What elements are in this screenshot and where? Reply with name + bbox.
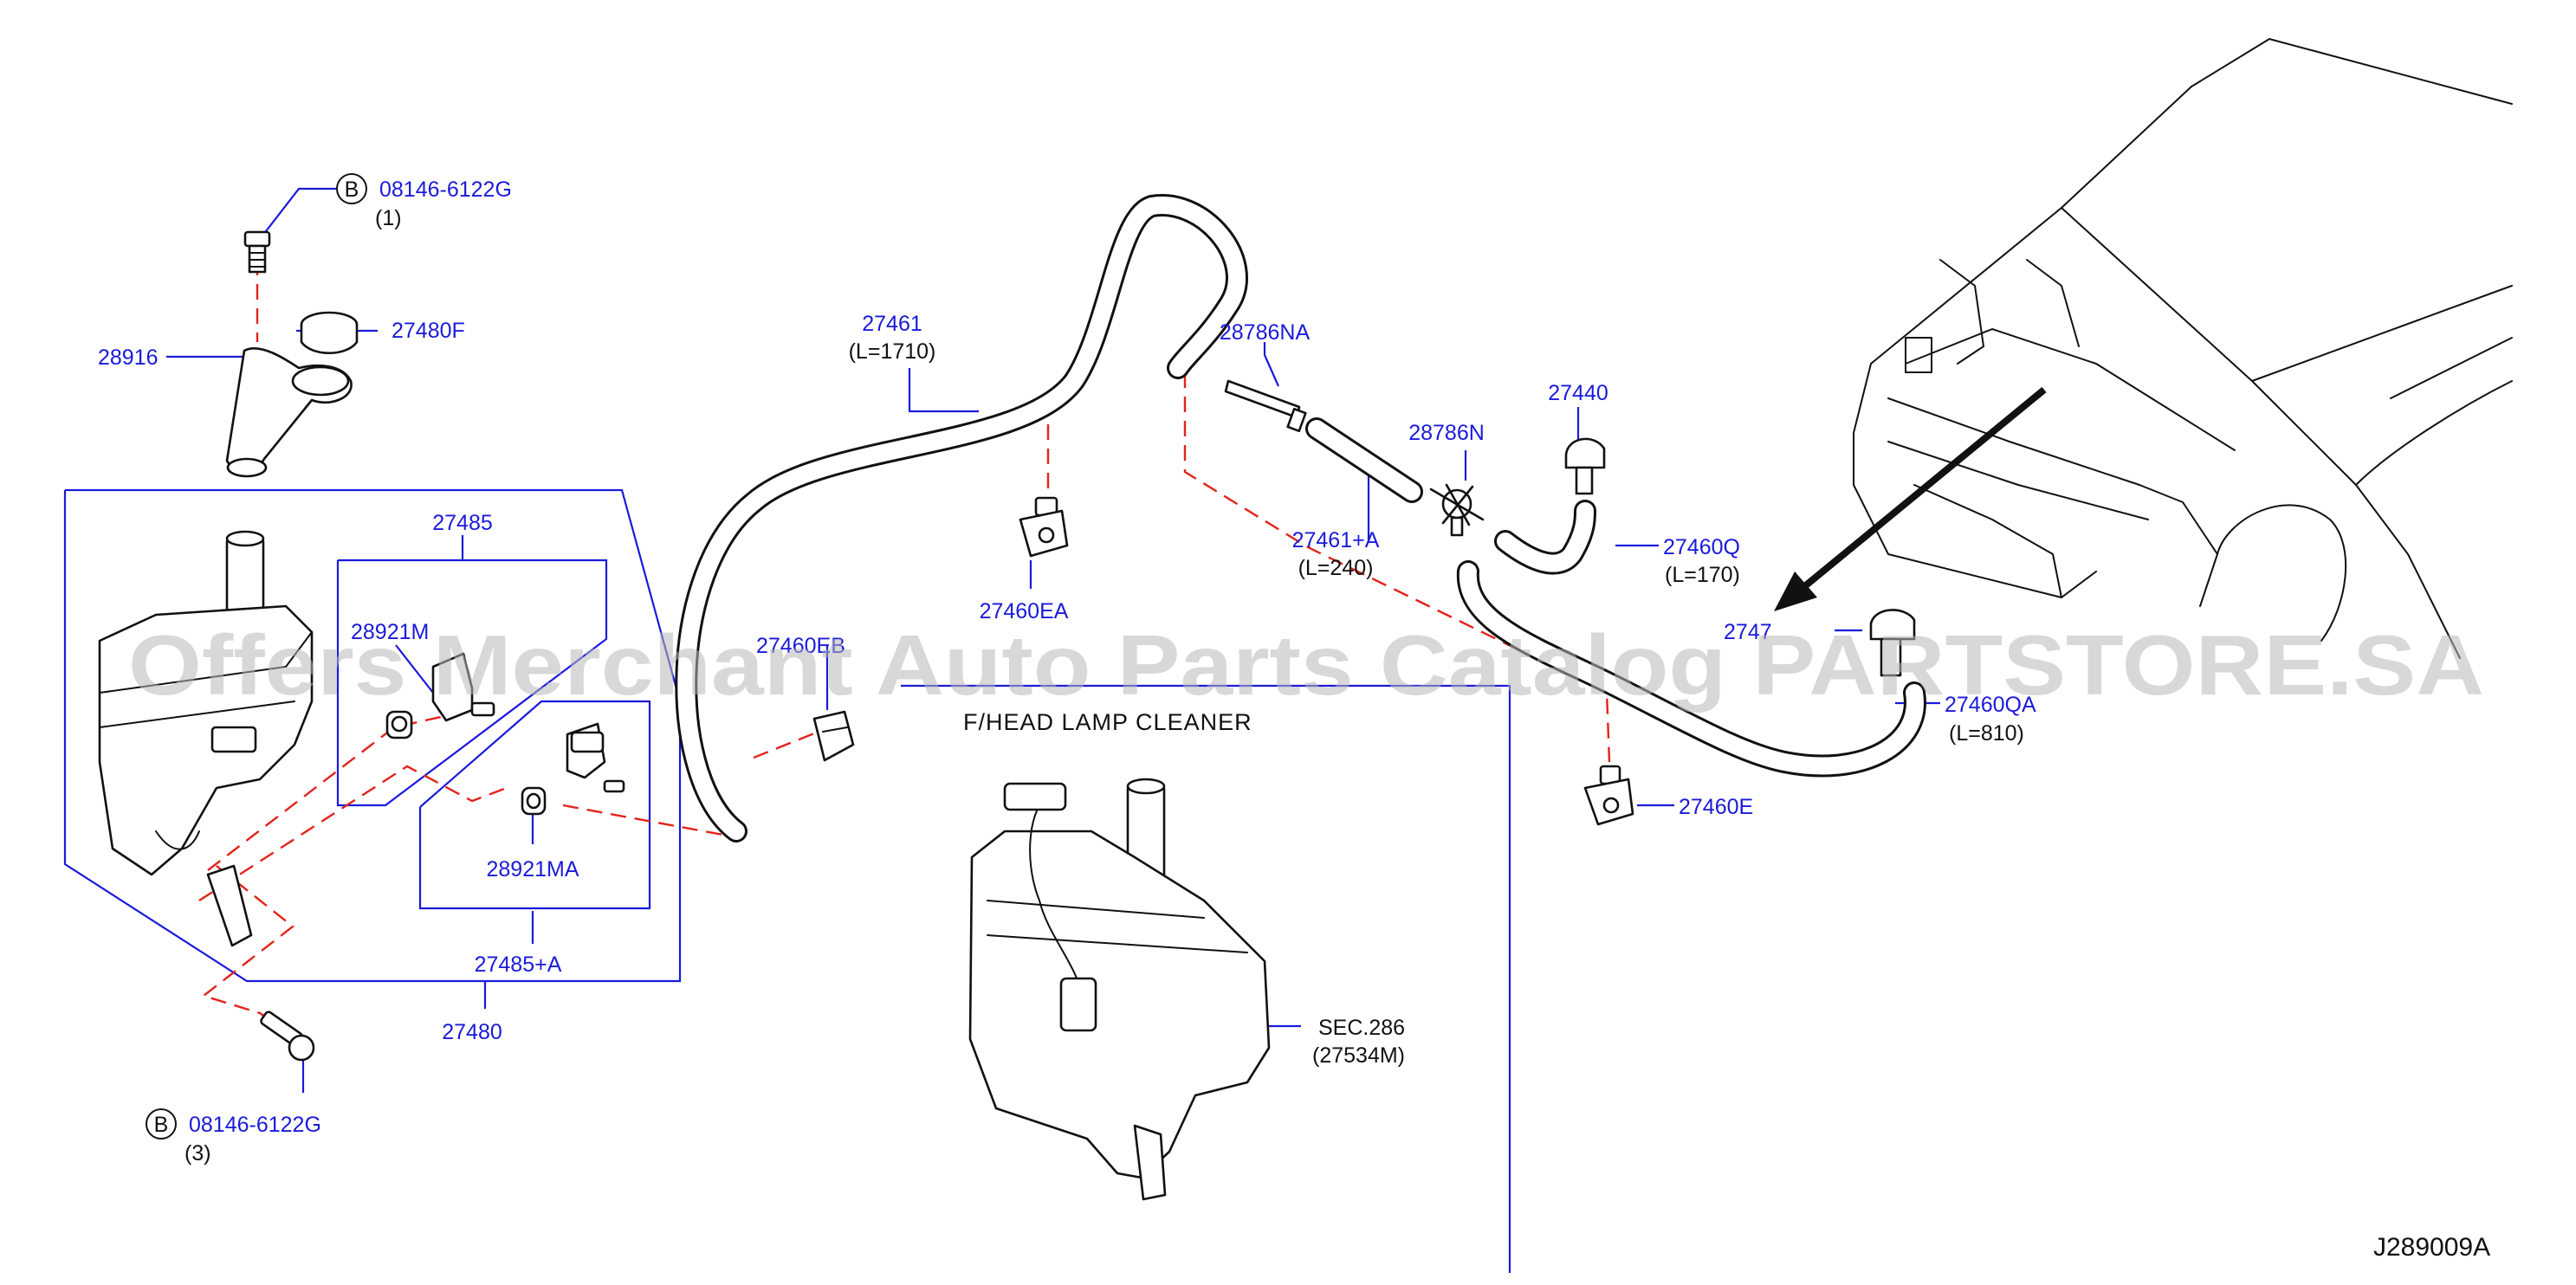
hose-clip-27460E-icon — [1583, 765, 1634, 826]
bolt-top-icon — [243, 230, 271, 274]
diagram-code: J289009A — [2373, 1233, 2490, 1262]
label-27480[interactable]: 27480 — [442, 1020, 502, 1044]
hose-clip-27460EA-icon — [1019, 496, 1069, 558]
label-27460Q[interactable]: 27460Q — [1663, 535, 1740, 559]
nozzle-27440-icon — [1564, 437, 1606, 495]
label-27460EA[interactable]: 27460EA — [980, 599, 1069, 623]
connector-28786NA-icon — [1224, 379, 1307, 433]
bolt-bottom-qty: (3) — [184, 1141, 211, 1166]
label-27461[interactable]: 27461 — [862, 312, 922, 336]
t-joint-28786N-icon — [1429, 483, 1485, 537]
label-27485A[interactable]: 27485+A — [475, 952, 562, 977]
label-28786N[interactable]: 28786N — [1408, 421, 1485, 445]
hose-27460QA — [1456, 560, 1926, 778]
label-27460E[interactable]: 27460E — [1679, 795, 1753, 819]
label-27460Q-length: (L=170) — [1665, 563, 1740, 587]
bolt-top-badge: B — [345, 178, 359, 202]
label-27485[interactable]: 27485 — [432, 511, 493, 535]
vehicle-front-icon — [1853, 38, 2513, 659]
label-28916[interactable]: 28916 — [98, 345, 159, 370]
filler-cap-icon — [300, 311, 359, 355]
filler-neck-icon — [225, 347, 353, 478]
bolt-bottom-icon — [260, 1011, 315, 1062]
label-28921MA[interactable]: 28921MA — [486, 857, 579, 881]
direction-arrow-icon — [1774, 386, 2047, 611]
label-27460QA[interactable]: 27460QA — [1945, 693, 2036, 717]
subassembly-box-27485A — [418, 700, 651, 910]
label-27440[interactable]: 27440 — [1548, 381, 1608, 405]
washer-tank-icon — [98, 530, 314, 947]
tank-sec286-icon — [968, 778, 1271, 1201]
bolt-top-qty: (1) — [375, 206, 402, 230]
assembly-box-27480 — [63, 488, 682, 983]
label-28921M[interactable]: 28921M — [351, 620, 429, 644]
caption-bracket-line — [901, 684, 1511, 1273]
label-27461A[interactable]: 27461+A — [1292, 528, 1380, 552]
bolt-top-badge-circle — [336, 173, 367, 204]
label-sec286: SEC.286 — [1318, 1016, 1405, 1040]
label-sec286-ref: (27534M) — [1312, 1043, 1405, 1068]
hose-27460Q — [1494, 500, 1596, 575]
bolt-bottom-part-number[interactable]: 08146-6122G — [189, 1113, 321, 1137]
diagram-caption: F/HEAD LAMP CLEANER — [963, 709, 1252, 735]
label-27460EB[interactable]: 27460EB — [756, 634, 845, 658]
hose-27461 — [675, 194, 1248, 843]
label-27461-length: (L=1710) — [849, 339, 936, 364]
nozzle-2747-icon — [1869, 609, 1916, 677]
label-28786NA[interactable]: 28786NA — [1220, 320, 1311, 345]
bolt-top-part-number[interactable]: 08146-6122G — [379, 178, 512, 202]
washer-pump-28921M-icon — [385, 652, 495, 739]
label-27461A-length: (L=240) — [1298, 556, 1374, 580]
washer-pump-28921MA-icon — [521, 722, 625, 816]
label-27480F[interactable]: 27480F — [392, 319, 465, 343]
bolt-bottom-badge: B — [154, 1113, 169, 1137]
bolt-bottom-badge-circle — [146, 1108, 177, 1140]
hose-clip-27460EB-icon — [812, 710, 855, 762]
label-27460QA-length: (L=810) — [1949, 721, 2024, 746]
label-2747[interactable]: 2747 — [1724, 620, 1772, 644]
watermark: Offers Merchant Auto Parts Catalog PARTS… — [128, 617, 2484, 713]
subassembly-box-27485 — [336, 559, 608, 807]
hose-27461A — [1305, 417, 1423, 503]
